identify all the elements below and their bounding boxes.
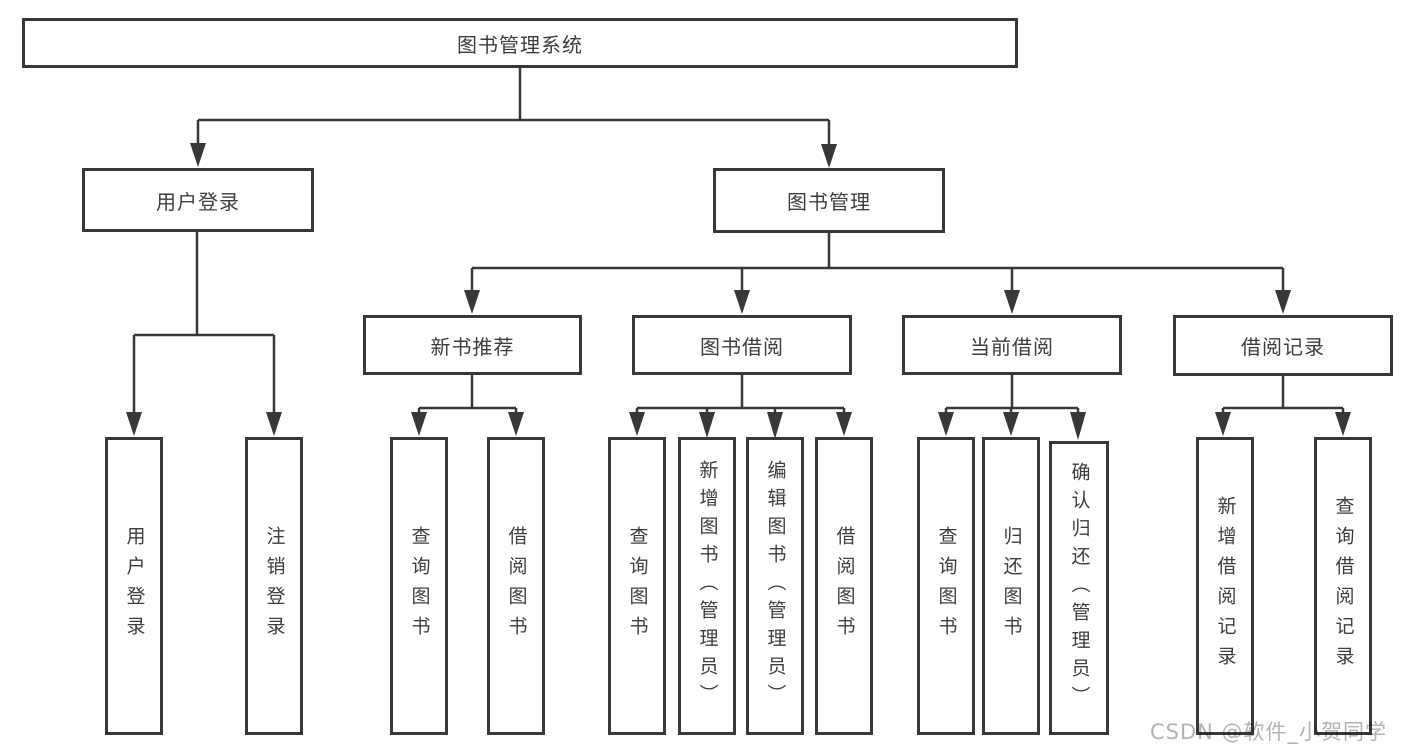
arrow-down-icon xyxy=(1070,412,1086,440)
arrow-down-icon xyxy=(1275,290,1291,314)
leaf-logout-label: 注销登录 xyxy=(263,526,286,646)
watermark: CSDN @软件_小贺同学 xyxy=(1150,720,1388,744)
leaf-query-books-borrow: 查询图书 xyxy=(608,437,666,735)
arrow-down-icon xyxy=(699,412,715,438)
connector-records-children xyxy=(1221,375,1345,424)
node-user-login: 用户登录 xyxy=(82,168,314,232)
leaf-add-borrow-record: 新增借阅记录 xyxy=(1196,437,1254,735)
arrow-down-icon xyxy=(836,412,852,436)
leaf-user-login: 用户登录 xyxy=(105,437,163,735)
node-borrow-records-label: 借阅记录 xyxy=(1241,335,1325,359)
arrow-down-icon xyxy=(508,412,524,436)
arrow-down-icon xyxy=(464,290,480,314)
leaf-user-login-label: 用户登录 xyxy=(123,526,146,646)
node-root-label: 图书管理系统 xyxy=(457,32,583,57)
arrow-down-icon xyxy=(938,412,954,436)
leaf-add-borrow-record-label: 新增借阅记录 xyxy=(1214,496,1237,676)
connector-borrow-children xyxy=(635,375,846,424)
leaf-logout: 注销登录 xyxy=(245,437,303,735)
connector-book-mgmt-to-level3 xyxy=(470,233,1285,300)
node-book-management: 图书管理 xyxy=(713,168,945,233)
arrow-down-icon xyxy=(1215,412,1231,436)
arrow-down-icon xyxy=(767,412,783,439)
leaf-confirm-return-admin: 确认归还（管理员） xyxy=(1049,441,1109,735)
leaf-return-book-label: 归还图书 xyxy=(1000,526,1023,646)
leaf-edit-book-admin-label: 编辑图书（管理员） xyxy=(764,460,787,712)
connector-recommend-children xyxy=(417,375,518,424)
leaf-query-books-recommend-label: 查询图书 xyxy=(408,526,431,646)
connector-user-login-children xyxy=(132,232,276,424)
node-user-login-label: 用户登录 xyxy=(156,189,240,214)
arrow-down-icon xyxy=(629,412,645,436)
arrow-down-icon xyxy=(734,290,750,314)
arrowheads xyxy=(126,143,1351,440)
arrow-down-icon xyxy=(1335,412,1351,436)
node-book-borrow-label: 图书借阅 xyxy=(700,334,784,359)
node-book-borrow: 图书借阅 xyxy=(632,315,852,375)
leaf-add-book-admin-label: 新增图书（管理员） xyxy=(696,460,719,712)
leaf-return-book: 归还图书 xyxy=(982,437,1040,735)
leaf-add-book-admin: 新增图书（管理员） xyxy=(678,437,736,735)
arrow-down-icon xyxy=(190,143,206,167)
leaf-query-books-current: 查询图书 xyxy=(917,437,975,735)
node-root: 图书管理系统 xyxy=(22,18,1018,68)
leaf-borrow-books-recommend-label: 借阅图书 xyxy=(505,526,528,646)
leaf-query-borrow-record: 查询借阅记录 xyxy=(1314,437,1372,735)
leaf-confirm-return-admin-label: 确认归还（管理员） xyxy=(1068,462,1091,714)
node-new-book-recommend-label: 新书推荐 xyxy=(430,334,515,359)
node-current-borrow-label: 当前借阅 xyxy=(970,334,1054,359)
leaf-query-borrow-record-label: 查询借阅记录 xyxy=(1332,496,1355,676)
node-borrow-records: 借阅记录 xyxy=(1173,315,1393,376)
arrow-down-icon xyxy=(1004,290,1020,314)
leaf-query-books-borrow-label: 查询图书 xyxy=(626,526,649,646)
arrow-down-icon xyxy=(411,412,427,436)
leaf-query-books-recommend: 查询图书 xyxy=(390,437,448,735)
leaf-edit-book-admin: 编辑图书（管理员） xyxy=(746,437,804,735)
node-current-borrow: 当前借阅 xyxy=(902,315,1122,375)
leaf-query-books-current-label: 查询图书 xyxy=(935,526,958,646)
leaf-borrow-books-recommend: 借阅图书 xyxy=(487,437,545,735)
leaf-borrow-books-label: 借阅图书 xyxy=(833,526,856,646)
arrow-down-icon xyxy=(126,412,142,436)
arrow-down-icon xyxy=(1003,412,1019,436)
leaf-borrow-books: 借阅图书 xyxy=(815,437,873,735)
arrow-down-icon xyxy=(821,144,837,168)
node-new-book-recommend: 新书推荐 xyxy=(363,315,582,375)
node-book-management-label: 图书管理 xyxy=(787,190,871,214)
connector-root-to-level2 xyxy=(196,68,831,153)
arrow-down-icon xyxy=(266,412,282,436)
